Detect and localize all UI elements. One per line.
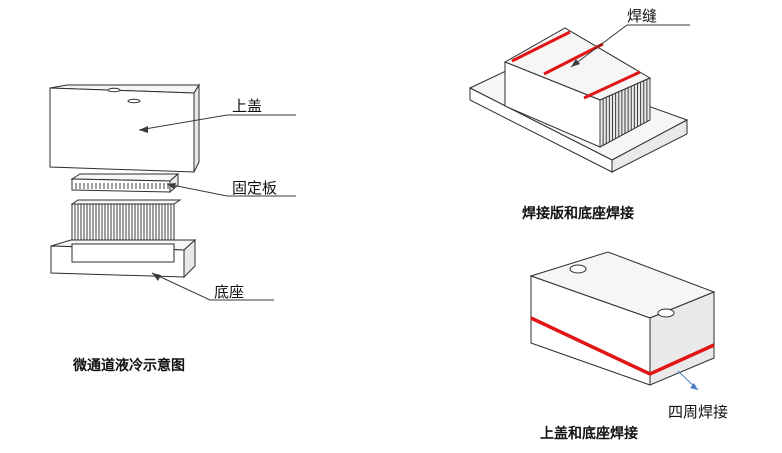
perimeter-weld-arrowhead [690,383,698,390]
label-perimeter-weld: 四周焊接 [668,403,728,421]
top-hole-2 [127,98,141,104]
base-block [50,238,197,279]
top-cover-block [49,83,200,173]
weld-seam-3 [583,70,641,100]
label-base: 底座 [214,283,244,301]
arrow-head [167,183,176,189]
caption-microchannel: 微通道液冷示意图 [72,357,185,374]
arrow-head [139,126,148,133]
arrow-head [152,273,161,281]
label-fixing-plate: 固定板 [232,179,277,197]
cover-base-weld-view: 四周焊接 上盖和底座焊接 [529,251,728,442]
plate-base-weld-view: 焊缝 焊接版和底座焊接 [468,7,690,222]
exploded-view: 上盖 固定板 底座 微通道液冷示意图 [49,83,296,374]
caption-plate-base-weld: 焊接版和底座焊接 [522,205,634,222]
label-top-cover: 上盖 [232,97,262,115]
cover-hole-2 [657,308,675,318]
top-hole-1 [107,87,121,93]
cover-hole-1 [569,264,587,274]
leader-lines-left [138,114,296,301]
fixing-plate-block [70,172,180,194]
fin-lines-right [599,78,651,147]
arrow-head [571,59,580,67]
weld-seam-1 [511,30,571,63]
plate-slots [75,183,169,189]
perimeter-weld-line [530,316,715,376]
label-weld-seam: 焊缝 [627,7,657,25]
weld-seam-2 [543,42,604,76]
caption-cover-base-weld: 上盖和底座焊接 [540,425,638,442]
